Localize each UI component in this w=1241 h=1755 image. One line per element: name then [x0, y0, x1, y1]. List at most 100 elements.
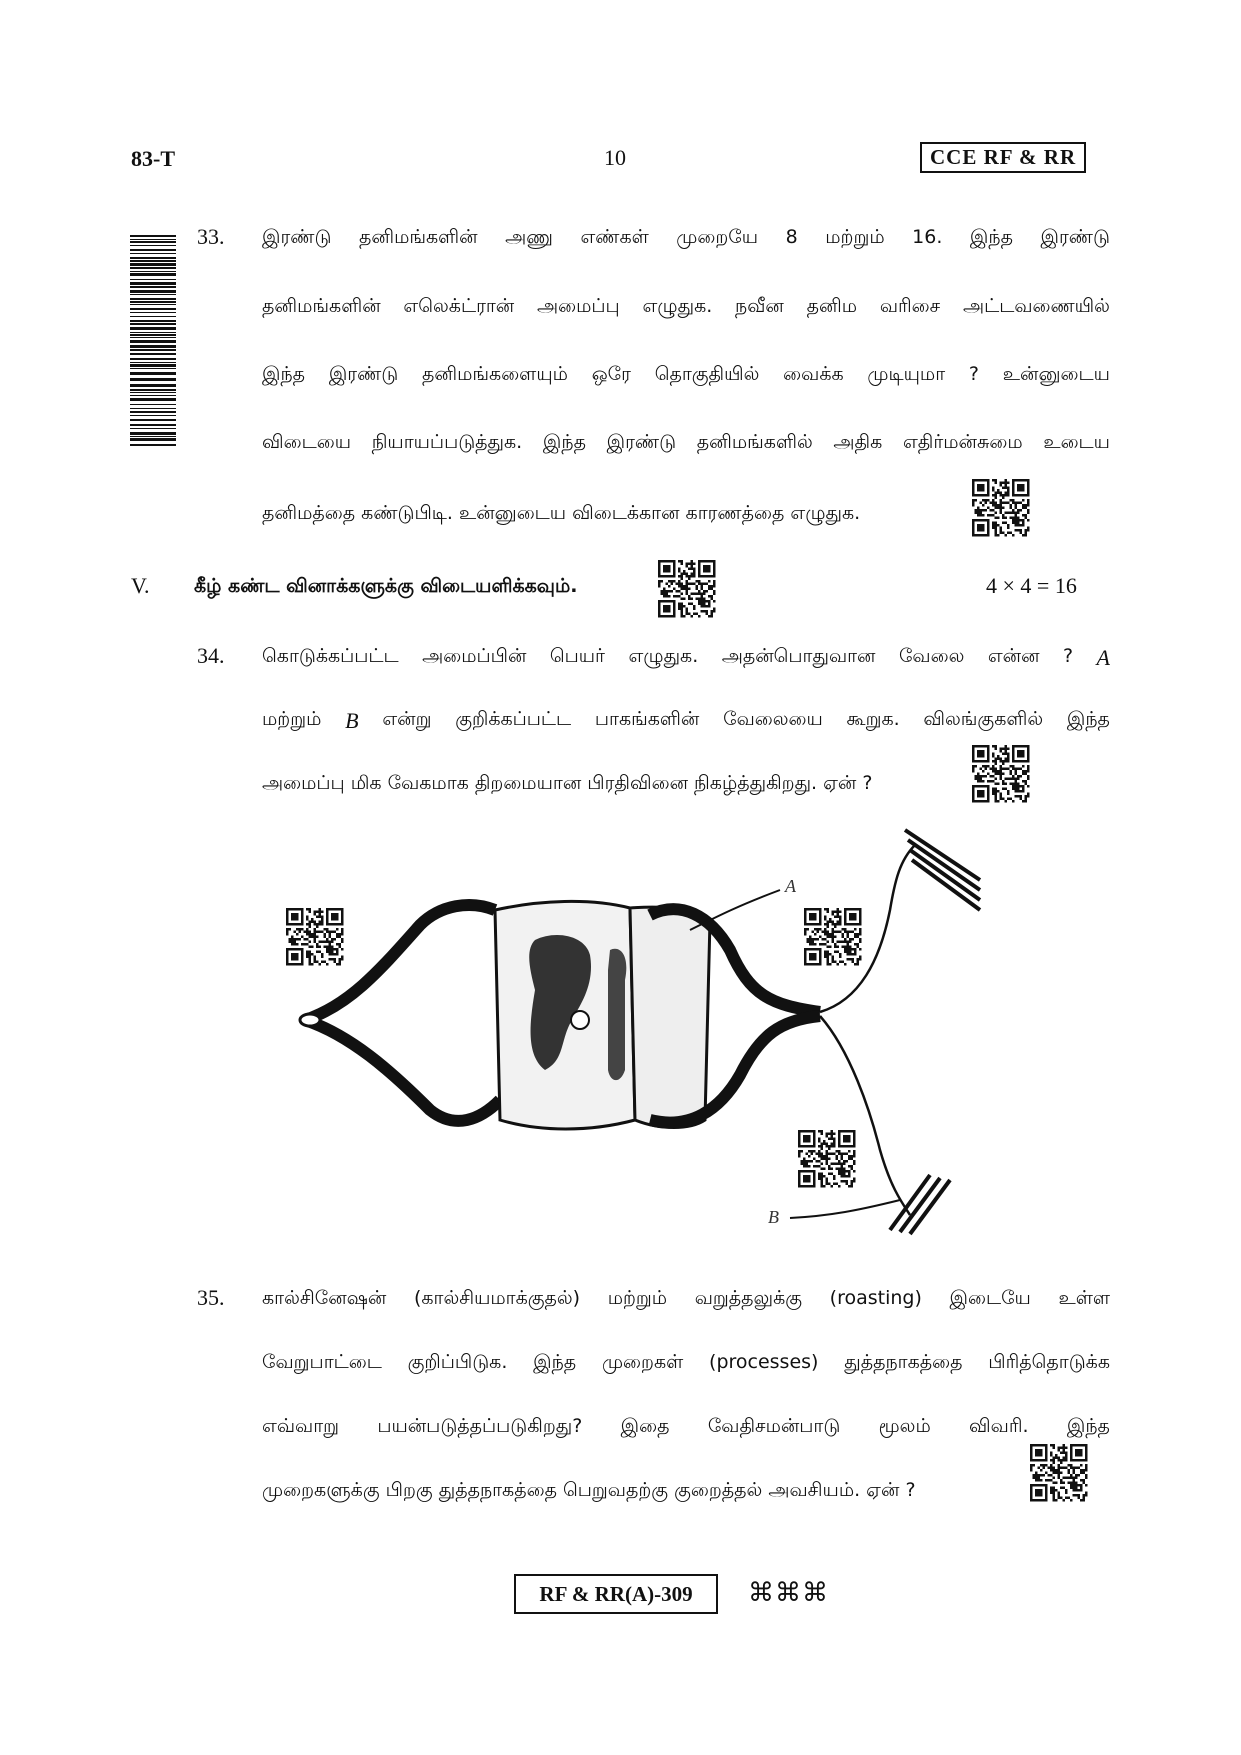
q33-line-2-word: நவீன [735, 295, 784, 317]
q34-var-b: B [345, 708, 359, 733]
dorsal-horn [608, 948, 627, 1081]
q35-line-2-word: (processes) [709, 1351, 819, 1373]
q33-line-3-word: உன்னுடைய [1002, 363, 1110, 385]
q34-number: 34. [197, 643, 225, 668]
q35-line-2-word: துத்தநாகத்தை [844, 1351, 963, 1373]
spinal-cord-diagram: A B [298, 828, 982, 1236]
pointer-line-b [789, 1199, 901, 1219]
q35-line-1-word: வறுத்தலுக்கு [694, 1287, 803, 1309]
q33-line-1-word: தனிமங்களின் [358, 226, 478, 248]
q33-line-3-word: ? [968, 363, 980, 385]
q35-line-1-word: உள்ள [1058, 1287, 1110, 1309]
q34-line-2-word: விலங்குகளில் [923, 708, 1044, 730]
q33-line-2: தனிமங்களின் எலெக்ட்ரான் அமைப்பு எழுதுக. நவீன… [262, 295, 1110, 320]
q34-line-1-word: அமைப்பின் [422, 645, 527, 667]
q35-line-3: எவ்வாறு பயன்படுத்தப்படுகிறது? இதை வேதிசமன்ப… [262, 1415, 1110, 1440]
q33-line-3-word: ஒரே [591, 363, 631, 385]
q33-line-2-word: தனிமங்களின் [262, 295, 381, 317]
q34-var-a: A [1096, 645, 1110, 670]
q35-line-1: கால்சினேஷன்(கால்சியமாக்குதல்)மற்றும்வறுத… [262, 1287, 1110, 1312]
q33-line-3-word: இரண்டு [328, 363, 399, 385]
q33-line-5: தனிமத்தை கண்டுபிடி. உன்னுடைய விடைக்கான க… [262, 502, 861, 524]
q35-line-1-word: மற்றும் [607, 1287, 668, 1309]
q35-line-3-word: மூலம் [878, 1415, 931, 1437]
q33-line-2-word: அமைப்பு [537, 295, 620, 317]
q35-line-3-word: வேதிசமன்பாடு [707, 1415, 841, 1437]
q35-line-3-word: பயன்படுத்தப்படுகிறது? [377, 1415, 583, 1437]
q35-line-2-word: வேறுபாட்டை [262, 1351, 382, 1373]
q35-line-3-word: எவ்வாறு [262, 1415, 340, 1437]
central-canal [570, 1010, 590, 1030]
q34-line-1-word: அதன்பொதுவான [721, 645, 876, 667]
page-number: 10 [604, 145, 626, 170]
q33-line-4-word: உடைய [1043, 431, 1110, 453]
q34-line-1-word: ? [1062, 645, 1074, 667]
q35-line-1-word: (கால்சியமாக்குதல்) [413, 1287, 581, 1309]
q33-line-4-word: எதிர்மன்சுமை [902, 431, 1023, 453]
q33-line-3-word: தொகுதியில் [654, 363, 760, 385]
q35-line-2-word: குறிப்பிடுக. [407, 1351, 508, 1373]
q35-line-2: வேறுபாட்டை குறிப்பிடுக. இந்த முறைகள் (proces… [262, 1351, 1110, 1376]
q33-line-1-word: அணு [505, 226, 553, 248]
q34-line2-pre: மற்றும் [262, 708, 322, 730]
q35-line-3-word: விவரி. [969, 1415, 1029, 1437]
q33-line-1-word: மற்றும் [825, 226, 885, 248]
q35-line-3-word: இந்த [1066, 1415, 1110, 1437]
q34-line-2-word: குறிக்கப்பட்ட [455, 708, 572, 730]
q33-number: 33. [197, 224, 225, 249]
q35-line-4: முறைகளுக்கு பிறகு துத்தநாகத்தை பெறுவதற்க… [262, 1479, 916, 1501]
q33-line-4-word: அதிக [833, 431, 883, 453]
q34-line-1-word: வேலை [898, 645, 965, 667]
q34-line-1-word: என்ன [987, 645, 1040, 667]
q33-line-4-word: இரண்டு [606, 431, 677, 453]
q33-line-2-word: தனிம [806, 295, 858, 317]
q33-line-1-word: முறையே [676, 226, 759, 248]
qr-code-icon [972, 479, 1030, 537]
paper-code: 83-T [131, 146, 175, 171]
q33-line-2-word: எழுதுக. [642, 295, 713, 317]
section-marks: 4 × 4 = 16 [986, 573, 1077, 598]
q33-line-3-word: வைக்க [783, 363, 844, 385]
q34-line-1-word: பெயர் [549, 645, 605, 667]
receptor-b-fibres [888, 1173, 952, 1236]
q33-line-4-word: இந்த [542, 431, 586, 453]
q34-line-2-word: இந்த [1066, 708, 1110, 730]
q35-line-2-word: இந்த [533, 1351, 577, 1373]
nerve-tip [298, 1012, 322, 1028]
q35-number: 35. [197, 1285, 225, 1310]
q33-line-2-word: அட்டவணையில் [962, 295, 1110, 317]
spinal-cord-body [493, 899, 712, 1131]
q35-line-3-word: இதை [620, 1415, 670, 1437]
section-roman: V. [131, 573, 150, 598]
series-box: CCE RF & RR [920, 142, 1087, 173]
q33-line-1-word: 16. [912, 226, 943, 248]
q33-line-3-word: முடியுமா [867, 363, 946, 385]
qr-code-icon [1030, 1444, 1088, 1502]
section-instruction: கீழ் கண்ட வினாக்களுக்கு விடையளிக்கவும். [194, 575, 578, 597]
q33-line-4-word: நியாயப்படுத்துக. [371, 431, 523, 453]
q35-line-1-word: இடையே [949, 1287, 1031, 1309]
q34-line-2-word: வேலையை [723, 708, 823, 730]
q33-line-3-word: தனிமங்களையும் [422, 363, 568, 385]
footer-code-box: RF & RR(A)-309 [514, 1574, 718, 1614]
qr-code-icon [798, 1130, 856, 1188]
q35-line-1-word: (roasting) [829, 1287, 922, 1309]
q34-line-1-word: கொடுக்கப்பட்ட [262, 645, 399, 667]
q33-line-4-word: விடையை [262, 431, 351, 453]
q35-line-2-word: முறைகள் [601, 1351, 684, 1373]
q34-line-1-word: எழுதுக. [628, 645, 699, 667]
qr-code-icon [286, 908, 344, 966]
q34-line-2-word: என்று [382, 708, 432, 730]
q33-line-2-word: எலெக்ட்ரான் [403, 295, 515, 317]
footer-symbol: ⌘⌘⌘ [748, 1578, 829, 1608]
q34-line-2-word: கூறுக. [846, 708, 900, 730]
q35-line-2-word: பிரித்தொடுக்க [988, 1351, 1110, 1373]
q33-line-1-word: இரண்டு [262, 226, 332, 248]
q34-line-1: கொடுக்கப்பட்ட அமைப்பின் பெயர் எழுதுக. அதன்பொ… [262, 645, 1110, 671]
label-a: A [784, 876, 797, 896]
right-nerve-root [647, 844, 916, 1216]
q33-line-2-word: வரிசை [879, 295, 941, 317]
